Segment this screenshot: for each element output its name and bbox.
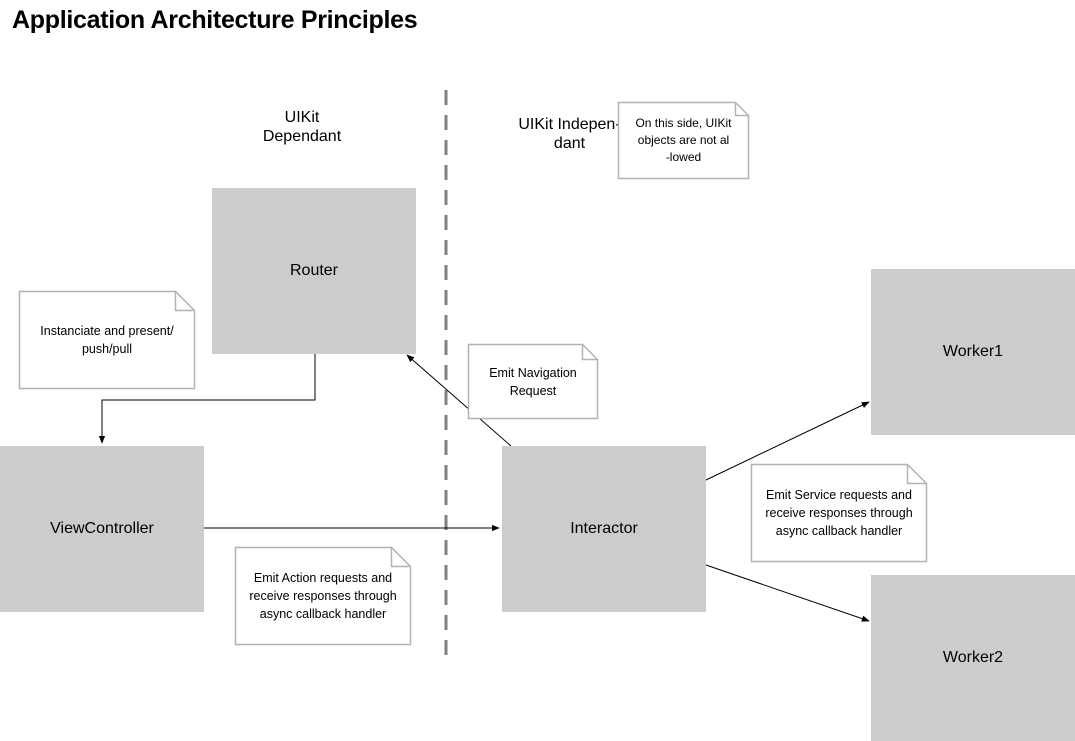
- interactor-to-worker2-arrow: [705, 564, 870, 622]
- router-to-viewcontroller-arrow: [98, 354, 316, 444]
- interactor-box[interactable]: Interactor: [502, 446, 706, 612]
- uikit-dependant-line-1: UIKit: [284, 109, 320, 126]
- viewcontroller-label: ViewController: [50, 520, 154, 537]
- note-shape: [234, 546, 412, 646]
- router-note-text: Instanciate and present/push/pull: [40, 324, 174, 356]
- uikit-dependant-line-2: Dependant: [262, 128, 342, 145]
- note-shape: [18, 290, 196, 390]
- diagram-title: Application Architecture Principles: [12, 6, 418, 34]
- worker1-box[interactable]: Worker1: [871, 269, 1075, 435]
- viewcontroller-box[interactable]: ViewController: [0, 446, 204, 612]
- note-shape: [467, 343, 599, 420]
- router-box[interactable]: Router: [212, 188, 416, 354]
- router-note[interactable]: Instanciate and present/push/pull: [18, 290, 196, 390]
- note-shape: [617, 101, 750, 180]
- uikit-independant-line-2: dant: [553, 135, 586, 152]
- router-label: Router: [289, 262, 339, 279]
- note-shape: [750, 463, 928, 563]
- interactor-label: Interactor: [570, 520, 638, 537]
- uikit-independant-line-1: UIKit Indepen-: [518, 116, 621, 133]
- uikit-dependant-label: UIKit Dependant: [245, 108, 359, 146]
- interactor-to-worker1-arrow: [705, 401, 870, 481]
- worker1-label: Worker1: [942, 343, 1004, 360]
- worker2-box[interactable]: Worker2: [871, 575, 1075, 741]
- worker2-label: Worker2: [942, 649, 1004, 666]
- uikit-independant-label: UIKit Indepen- dant: [512, 115, 627, 153]
- interactor-to-router-arrow: [406, 354, 512, 447]
